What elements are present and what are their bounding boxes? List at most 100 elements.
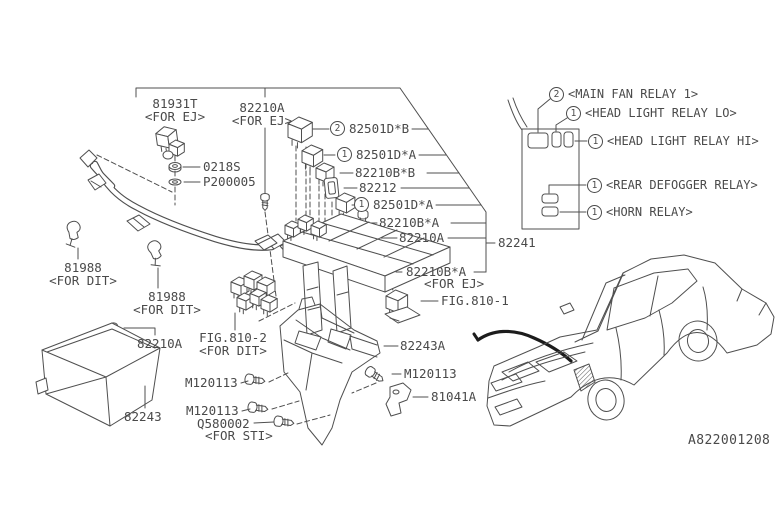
part-number: 82501D*A [356,147,417,162]
part-label-p200005: P200005 [203,175,256,188]
part-variant: <FOR EJ> [144,109,206,124]
part-label-82501d-b: 2 82501D*B [330,121,409,136]
relay-legend-box-drawing [508,98,587,229]
part-number: 82243A [400,338,446,353]
callout-boundary-lines [136,88,495,272]
leader-lines [124,129,486,423]
part-number: 81988 [148,289,186,304]
part-number: M120113 [185,375,238,390]
part-number: 81041A [431,389,477,404]
part-number: 82210A [399,230,445,245]
part-number: 82501D*B [349,121,410,136]
part-label-fig810-1: FIG.810-1 [441,294,509,307]
screw-82210a-top-drawing [260,193,270,211]
qty-badge: 1 [587,205,602,220]
part-variant: <FOR STI> [205,428,273,443]
relay-name: <MAIN FAN RELAY 1> [568,87,699,101]
part-label-0218s: 0218S [203,160,241,173]
part-number: 82210B*A [379,215,440,230]
figure-ref: FIG.810-2 [199,330,267,345]
fig810-1-bracket-drawing [385,289,420,323]
part-label-81988-2: 81988 <FOR DIT> [128,290,206,316]
fusebox-location-marker [574,364,595,391]
bracket-82243a-drawing [280,297,380,445]
clip-81988-second-drawing [146,239,164,288]
relay-callout-horn: 1 <HORN RELAY> [587,205,693,220]
part-label-82501d-a1: 1 82501D*A [337,147,416,162]
screw-m120113-2-drawing [246,401,270,415]
part-number: 82243 [124,409,162,424]
part-label-fig810-2: FIG.810-2 <FOR DIT> [194,331,272,357]
front-wheel [584,377,628,424]
part-label-82243a: 82243A [400,339,445,352]
part-label-81041a: 81041A [431,390,476,403]
qty-badge: 1 [566,106,581,121]
part-variant: <FOR EJ> [231,113,293,128]
fuse-box-82241-drawing [255,214,450,350]
relay-name: <HORN RELAY> [606,205,693,219]
relay-name: <HEAD LIGHT RELAY HI> [607,134,759,148]
relay-callout-headlight-lo: 1 <HEAD LIGHT RELAY LO> [566,106,737,121]
part-label-q580002: Q580002 [197,417,250,430]
bolt-81931t-drawing [154,124,185,160]
part-label-82243: 82243 [124,410,162,423]
qty-badge: 2 [549,87,564,102]
part-number: 82210B*A [406,264,467,279]
part-label-82241: 82241 [498,236,536,249]
qty-badge: 1 [354,197,369,212]
drawing-number: A822001208 [688,433,771,448]
part-variant: <FOR EJ> [424,276,485,291]
qty-badge: 1 [588,134,603,149]
part-number: M120113 [404,366,457,381]
figure-ref: FIG.810-1 [441,293,509,308]
part-label-m120113-2: M120113 [186,404,239,417]
qty-badge: 1 [337,147,352,162]
part-label-82210a-cover: 82210A [137,337,182,350]
part-variant: <FOR DIT> [199,343,267,358]
part-label-82210a-top: 82210A <FOR EJ> [223,101,301,127]
part-number: 82210B*B [355,165,416,180]
part-label-82501d-a2: 1 82501D*A [354,197,433,212]
part-number: 82501D*A [373,197,434,212]
part-number: M120113 [186,403,239,418]
part-label-82210a-mid: 82210A [399,231,444,244]
part-variant-82210b-a2: <FOR EJ> [424,277,484,290]
part-variant: <FOR DIT> [133,302,201,317]
relay-callout-rear-defogger: 1 <REAR DEFOGGER RELAY> [587,178,758,193]
part-label-m120113-1: M120113 [185,376,238,389]
washer-p200005-drawing [168,178,182,186]
part-number: 82241 [498,235,536,250]
part-number: 82212 [359,180,397,195]
part-number: P200005 [203,174,256,189]
part-number: 82210A [239,100,285,115]
part-number: 81988 [64,260,102,275]
part-number: 81931T [152,96,198,111]
part-label-m120113-3: M120113 [404,367,457,380]
screw-m120113-3-drawing [363,364,387,386]
location-arrow [474,331,571,361]
qty-badge: 1 [587,178,602,193]
part-variant-q580002: <FOR STI> [205,429,273,442]
qty-badge: 2 [330,121,345,136]
part-label-81931t: 81931T <FOR EJ> [136,97,214,123]
screw-q580002-drawing [272,415,296,429]
screw-m120113-1-drawing [243,373,267,387]
relay-callout-headlight-hi: 1 <HEAD LIGHT RELAY HI> [588,134,759,149]
fig810-2-relay-block-drawing [230,270,278,317]
part-variant: <FOR DIT> [49,273,117,288]
relay-name: <REAR DEFOGGER RELAY> [606,178,758,192]
part-number: Q580002 [197,416,250,431]
part-label-82212: 82212 [359,181,397,194]
clip-81988-first-drawing [63,219,82,259]
rear-wheel [675,317,720,364]
car-illustration [487,255,774,426]
part-label-82210b-a2: 82210B*A [406,265,466,278]
part-label-81988-1: 81988 <FOR DIT> [44,261,122,287]
part-label-82210b-b: 82210B*B [355,166,415,179]
stay-81041a-drawing [386,383,411,416]
relay-callout-main-fan: 2 <MAIN FAN RELAY 1> [549,87,698,102]
part-number: 0218S [203,159,241,174]
fuse-82212-drawing [324,177,339,198]
